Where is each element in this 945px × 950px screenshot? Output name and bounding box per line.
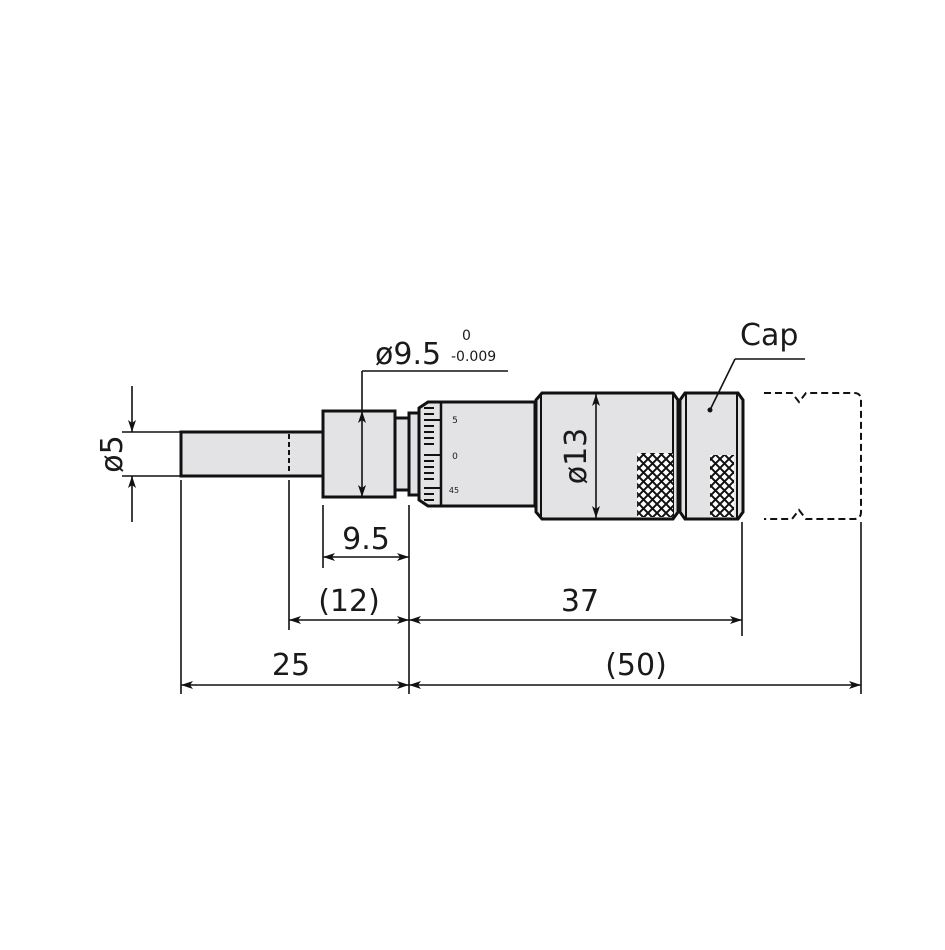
sleeve-length-label: 9.5 bbox=[342, 522, 390, 557]
cap: Cap bbox=[678, 318, 805, 521]
dim-body-length: 37 bbox=[409, 584, 742, 624]
dim-stem-length: (12) bbox=[289, 584, 409, 624]
dim-thimble-diameter: ø13 bbox=[559, 394, 600, 518]
graduation-ticks bbox=[424, 407, 441, 501]
knurl-pattern-thimble bbox=[637, 453, 673, 517]
dim-overall-extended: (50) bbox=[409, 648, 861, 689]
scale-label-45: 45 bbox=[449, 486, 459, 495]
dim-sleeve-diameter: ø9.5 0 -0.009 bbox=[358, 328, 508, 497]
overall-length-label: (50) bbox=[605, 648, 667, 683]
extension-lines bbox=[180, 480, 862, 694]
scale-label-5: 5 bbox=[452, 416, 458, 426]
sleeve-stem bbox=[321, 409, 421, 499]
sleeve-diameter-label: ø9.5 bbox=[375, 337, 441, 372]
stem-length-label: (12) bbox=[318, 584, 380, 619]
dim-stroke: 25 bbox=[181, 648, 409, 689]
sleeve-tolerance-upper: 0 bbox=[462, 328, 471, 344]
thimble-scale-section: 5 0 45 bbox=[417, 400, 537, 508]
spindle-diameter-label: ø5 bbox=[95, 435, 130, 472]
scale-label-0: 0 bbox=[452, 452, 458, 462]
body-length-label: 37 bbox=[561, 584, 599, 619]
stroke-label: 25 bbox=[272, 648, 310, 683]
thimble-diameter-label: ø13 bbox=[559, 428, 594, 485]
spindle bbox=[179, 430, 326, 478]
thimble-body bbox=[534, 391, 680, 521]
phantom-cap-outline bbox=[764, 392, 862, 520]
dim-spindle-diameter: ø5 bbox=[95, 386, 180, 522]
sleeve-tolerance-lower: -0.009 bbox=[451, 349, 496, 365]
knurl-pattern-cap bbox=[710, 455, 734, 517]
dim-sleeve-length: 9.5 bbox=[323, 522, 409, 561]
cap-label: Cap bbox=[740, 318, 798, 353]
